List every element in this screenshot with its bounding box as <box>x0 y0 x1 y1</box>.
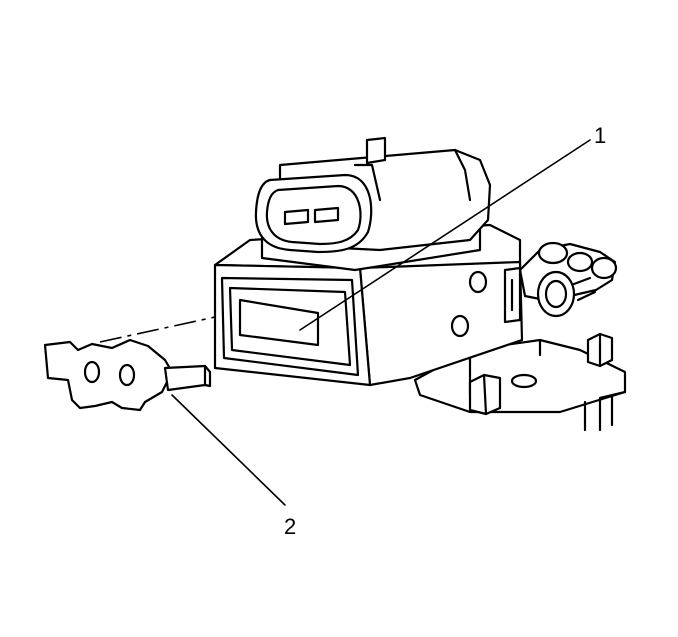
alignment-line <box>99 316 216 343</box>
callout-1-leader <box>299 139 591 331</box>
retaining-clip <box>43 338 212 412</box>
electrical-connector <box>254 136 492 272</box>
callout-1-label: 1 <box>594 123 606 148</box>
callout-2-label: 2 <box>284 514 296 539</box>
callout-2-leader <box>171 394 286 506</box>
hose-fittings <box>518 241 618 318</box>
